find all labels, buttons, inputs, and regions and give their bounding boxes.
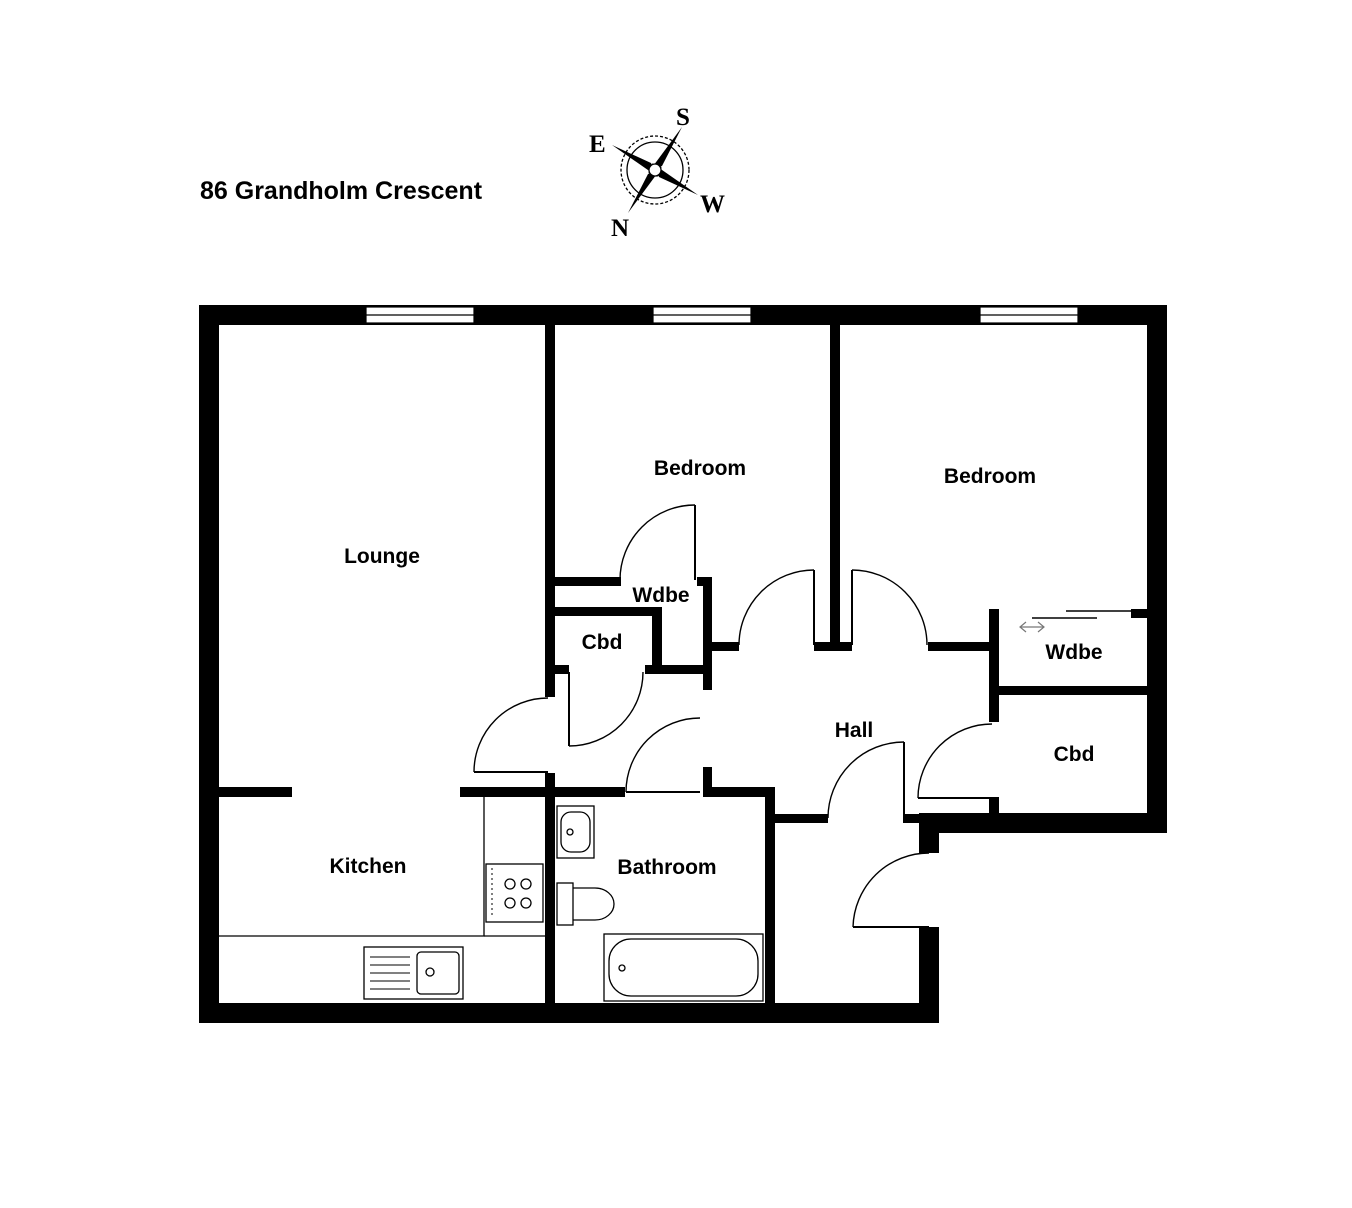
kitchen-fittings — [219, 797, 545, 1000]
room-label-bathroom: Bathroom — [617, 856, 716, 879]
room-label-cupboard-2: Cbd — [1054, 743, 1095, 766]
room-labels: Lounge Bedroom Bedroom Wdbe Cbd Wdbe Hal… — [329, 457, 1102, 879]
sink-icon — [363, 946, 464, 1000]
bath-icon — [603, 933, 764, 1002]
property-title: 86 Grandholm Crescent — [200, 177, 483, 205]
sliding-arrow-icon — [1019, 621, 1045, 633]
room-label-wardrobe-2: Wdbe — [1045, 641, 1102, 664]
toilet-icon — [556, 882, 615, 926]
bathroom-fittings — [556, 805, 764, 1002]
compass-icon: S E W N — [589, 104, 725, 242]
compass-south: S — [676, 104, 690, 131]
outer-walls — [199, 305, 1167, 1023]
doors — [473, 504, 1131, 928]
interior-walls — [219, 325, 1147, 1003]
room-label-cupboard-1: Cbd — [582, 631, 623, 654]
room-label-bedroom-1: Bedroom — [654, 457, 746, 480]
room-label-wardrobe-1: Wdbe — [632, 584, 689, 607]
room-label-kitchen: Kitchen — [329, 855, 406, 878]
basin-icon — [556, 805, 595, 859]
room-label-bedroom-2: Bedroom — [944, 465, 1036, 488]
compass-west: W — [700, 191, 725, 218]
windows — [365, 306, 1079, 324]
compass-north: N — [611, 215, 629, 242]
room-label-lounge: Lounge — [344, 545, 420, 568]
hob-icon — [485, 863, 544, 923]
compass-east: E — [589, 131, 606, 158]
room-label-hall: Hall — [835, 719, 874, 742]
